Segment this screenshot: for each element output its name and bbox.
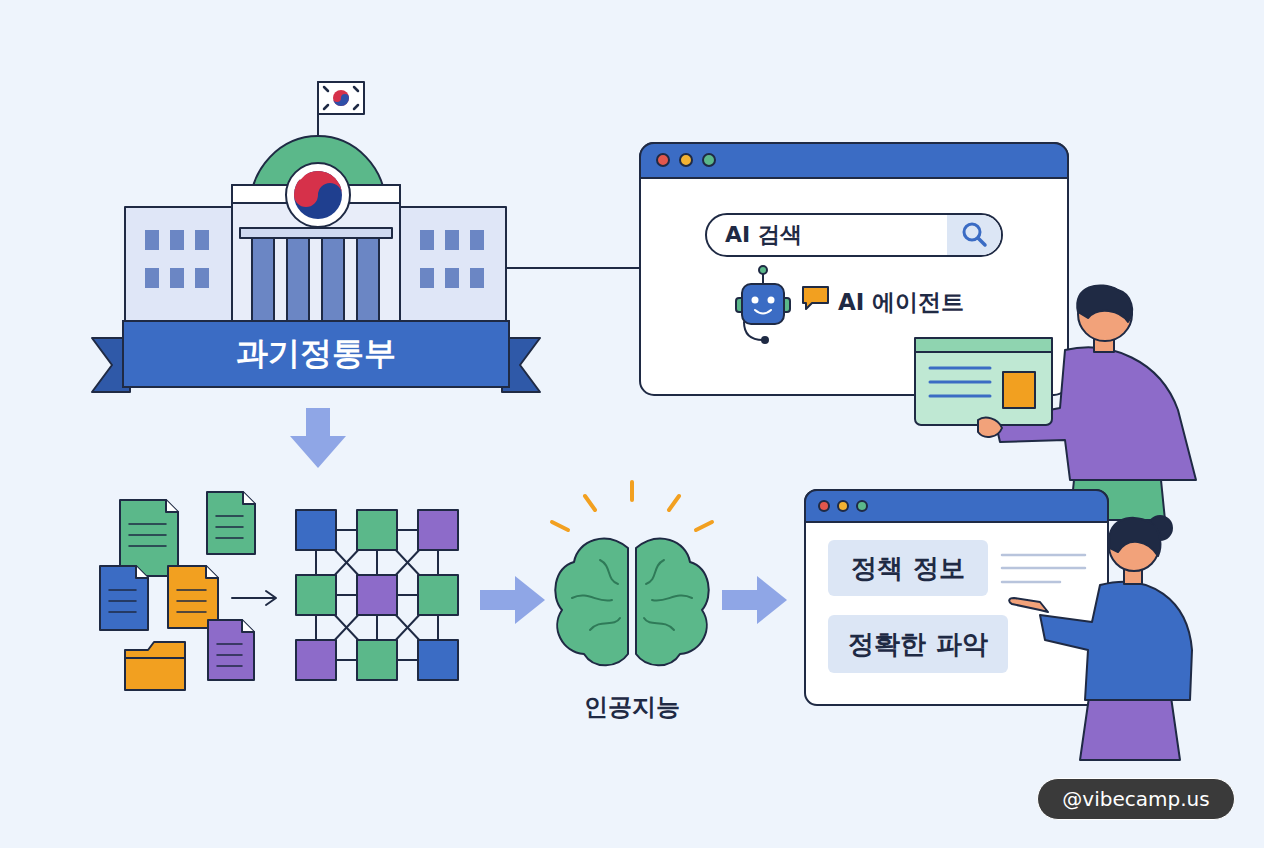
network-graph: [296, 510, 458, 680]
browser-window: [805, 490, 1108, 705]
node-text: 정책 정보: [851, 551, 964, 586]
robot-icon: [736, 266, 828, 343]
node-text: @vibecamp.us: [1062, 787, 1209, 811]
search-box: AI 검색: [705, 213, 1003, 257]
person-pointing: [1009, 516, 1192, 760]
brain-caption: 인공지능: [584, 691, 680, 723]
search-button: [947, 215, 1001, 255]
government-building: [125, 136, 506, 327]
node-text: 과기정통부: [236, 332, 396, 376]
flow-arrow: [722, 576, 787, 624]
node-text: 정확한 파악: [848, 627, 987, 662]
brain-icon: [552, 482, 712, 665]
browser-window: AI 에이전트 AI 검색: [640, 143, 1068, 395]
node-text: AI 에이전트: [838, 287, 964, 318]
person-holding-card: [915, 285, 1196, 520]
watermark-badge: @vibecamp.us: [1037, 778, 1235, 820]
flow-arrow: [480, 576, 545, 624]
link-line: [505, 267, 642, 269]
info-box: 정확한 파악: [828, 615, 1008, 673]
info-box: 정책 정보: [828, 540, 988, 596]
title-banner: 과기정통부: [122, 320, 510, 388]
flow-arrow: [290, 408, 346, 468]
flag: [318, 82, 364, 135]
node-text: AI 검색: [725, 220, 802, 250]
documents: [100, 492, 255, 690]
